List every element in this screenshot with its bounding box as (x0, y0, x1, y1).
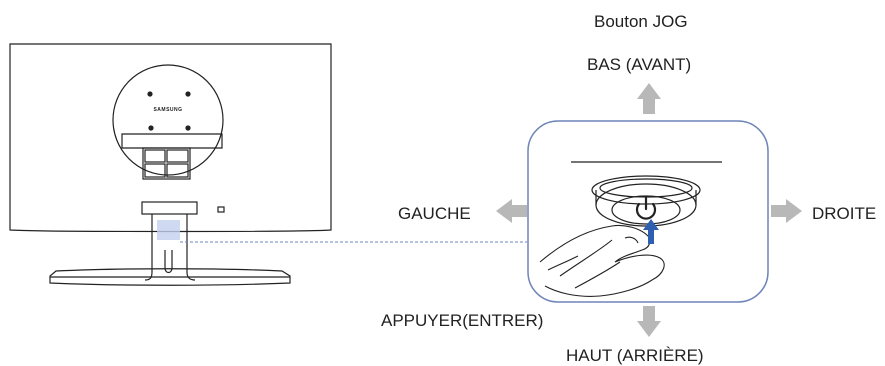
direction-label-right: DROITE (812, 204, 877, 223)
monitor-back-circle (112, 64, 224, 176)
kensington-slot (217, 206, 225, 213)
stand-mount-plate (121, 133, 223, 149)
monitor-rear-view: SAMSUNG (9, 43, 332, 286)
arrow-left-icon (496, 199, 527, 223)
arrow-up-icon (637, 83, 661, 114)
arrow-down-icon (637, 306, 661, 337)
direction-label-down: BAS (AVANT) (587, 55, 692, 74)
direction-label-up: HAUT (ARRIÈRE) (566, 346, 704, 365)
jog-button-highlight (157, 220, 180, 240)
power-icon (635, 196, 657, 220)
arrow-right-icon (771, 199, 802, 223)
stand-base (49, 268, 291, 286)
jog-callout-box (527, 120, 769, 303)
jog-press-arrow-icon (643, 219, 659, 244)
stand-neck (144, 214, 196, 281)
finger-icon (539, 224, 665, 297)
jog-button-title: Bouton JOG (594, 12, 688, 31)
stand-neck-top (141, 201, 198, 215)
monitor-body (9, 43, 332, 233)
press-enter-label: APPUYER(ENTRER) (381, 311, 544, 330)
port-grid (142, 147, 191, 180)
monitor-brand-logo: SAMSUNG (153, 107, 182, 113)
direction-label-left: GAUCHE (398, 204, 471, 223)
